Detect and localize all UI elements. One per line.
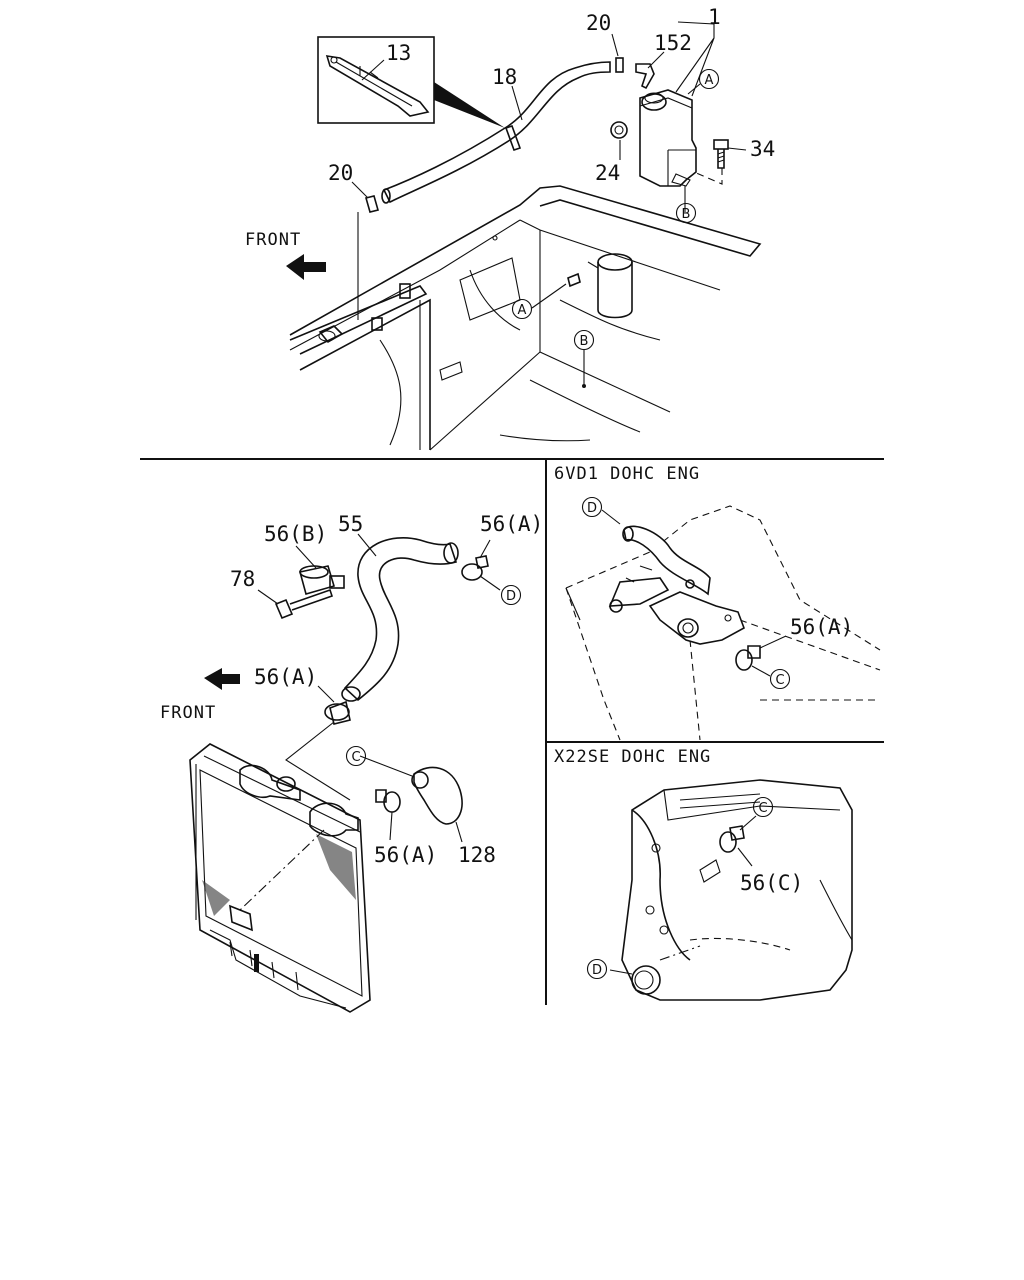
callout-56b: 56(B)	[264, 522, 327, 546]
leader-a-tank	[687, 83, 701, 95]
callout-20-left: 20	[328, 161, 353, 185]
callout-34: 34	[750, 137, 775, 161]
engine-bay-body	[289, 185, 762, 451]
reserve-tank	[639, 89, 697, 187]
circle-letter-icon: D	[586, 958, 608, 980]
arrow-left-icon	[286, 254, 326, 280]
thermostat-housing	[608, 565, 745, 645]
callout-13: 13	[386, 41, 411, 65]
circle-letter-icon: D	[581, 496, 603, 518]
clamp-56a-top	[461, 555, 489, 581]
panel-x22se	[609, 779, 853, 1001]
radiator-hose-128	[413, 766, 463, 825]
callout-56c: 56(C)	[740, 871, 803, 895]
callout-20-top: 20	[586, 11, 611, 35]
panel-title-6vd1: 6VD1 DOHC ENG	[554, 464, 700, 484]
circle-letter-icon: B	[573, 329, 595, 351]
circle-letter-icon: B	[675, 202, 697, 224]
callout-152: 152	[654, 31, 692, 55]
circle-letter-icon: C	[345, 745, 367, 767]
marker-d-x22se: D	[592, 963, 602, 978]
water-pipe-6vd1	[623, 525, 711, 596]
marker-b-body: B	[580, 334, 589, 349]
callout-24: 24	[595, 161, 620, 185]
inset-pointer	[434, 82, 505, 128]
outlet-x22se	[631, 965, 661, 995]
bolt-78	[274, 588, 334, 620]
circle-letter-icon: C	[769, 668, 791, 690]
circle-letter-icon: D	[500, 584, 522, 606]
marker-d-hose: D	[506, 589, 516, 604]
tank-cap	[641, 93, 667, 111]
marker-a-tank: A	[705, 73, 714, 88]
bolt-34	[693, 139, 729, 185]
callout-56a-low: 56(A)	[374, 843, 437, 867]
hose-clip	[504, 124, 522, 152]
clamp-56c	[719, 825, 745, 853]
callout-18: 18	[492, 65, 517, 89]
callout-55: 55	[338, 512, 363, 536]
front-label-top: FRONT	[245, 230, 301, 250]
grommet-24	[610, 121, 628, 139]
radiator-panel	[189, 533, 501, 1013]
tank-fitting-152	[635, 63, 655, 90]
radiator	[189, 743, 371, 1013]
connection-markers: A B A B D C D C	[345, 68, 791, 980]
callout-56a-top: 56(A)	[480, 512, 543, 536]
clamp-56a-mid	[324, 700, 351, 725]
marker-c-hose: C	[351, 750, 360, 765]
circle-letter-icon: C	[752, 796, 774, 818]
callout-78: 78	[230, 567, 255, 591]
callout-labels: 1 13 18 20 152 24 34 20 56(B) 55 56(A) 7…	[230, 5, 853, 895]
overflow-hose-18	[382, 61, 611, 204]
leader-a-lower	[531, 283, 567, 309]
front-label-bottom: FRONT	[160, 703, 216, 723]
panel-title-x22se: X22SE DOHC ENG	[554, 747, 711, 767]
callout-128: 128	[458, 843, 496, 867]
top-panel	[286, 21, 762, 451]
marker-a-body: A	[518, 303, 527, 318]
marker-b-tank: B	[682, 207, 691, 222]
clamp-56a-low	[375, 789, 401, 813]
clamp-56a-6vd1	[735, 645, 761, 671]
circle-letter-icon: A	[698, 68, 720, 90]
hose-clamp-20-left	[365, 195, 379, 213]
panel-6vd1	[565, 505, 881, 741]
marker-c-x22se: C	[758, 801, 767, 816]
radiator-hose-55	[343, 536, 458, 702]
clamp-56b	[299, 565, 345, 595]
hose-clamp-20-top	[615, 57, 624, 73]
circle-letter-icon: A	[511, 298, 533, 320]
arrow-left-icon	[204, 668, 240, 690]
marker-c-6vd1: C	[775, 673, 784, 688]
marker-d-6vd1: D	[587, 501, 597, 516]
callout-1: 1	[708, 5, 721, 29]
callout-56a-mid: 56(A)	[254, 665, 317, 689]
inset-box-bracket	[317, 36, 435, 124]
bracket-part-13	[325, 55, 430, 117]
callout-56a-6vd1: 56(A)	[790, 615, 853, 639]
